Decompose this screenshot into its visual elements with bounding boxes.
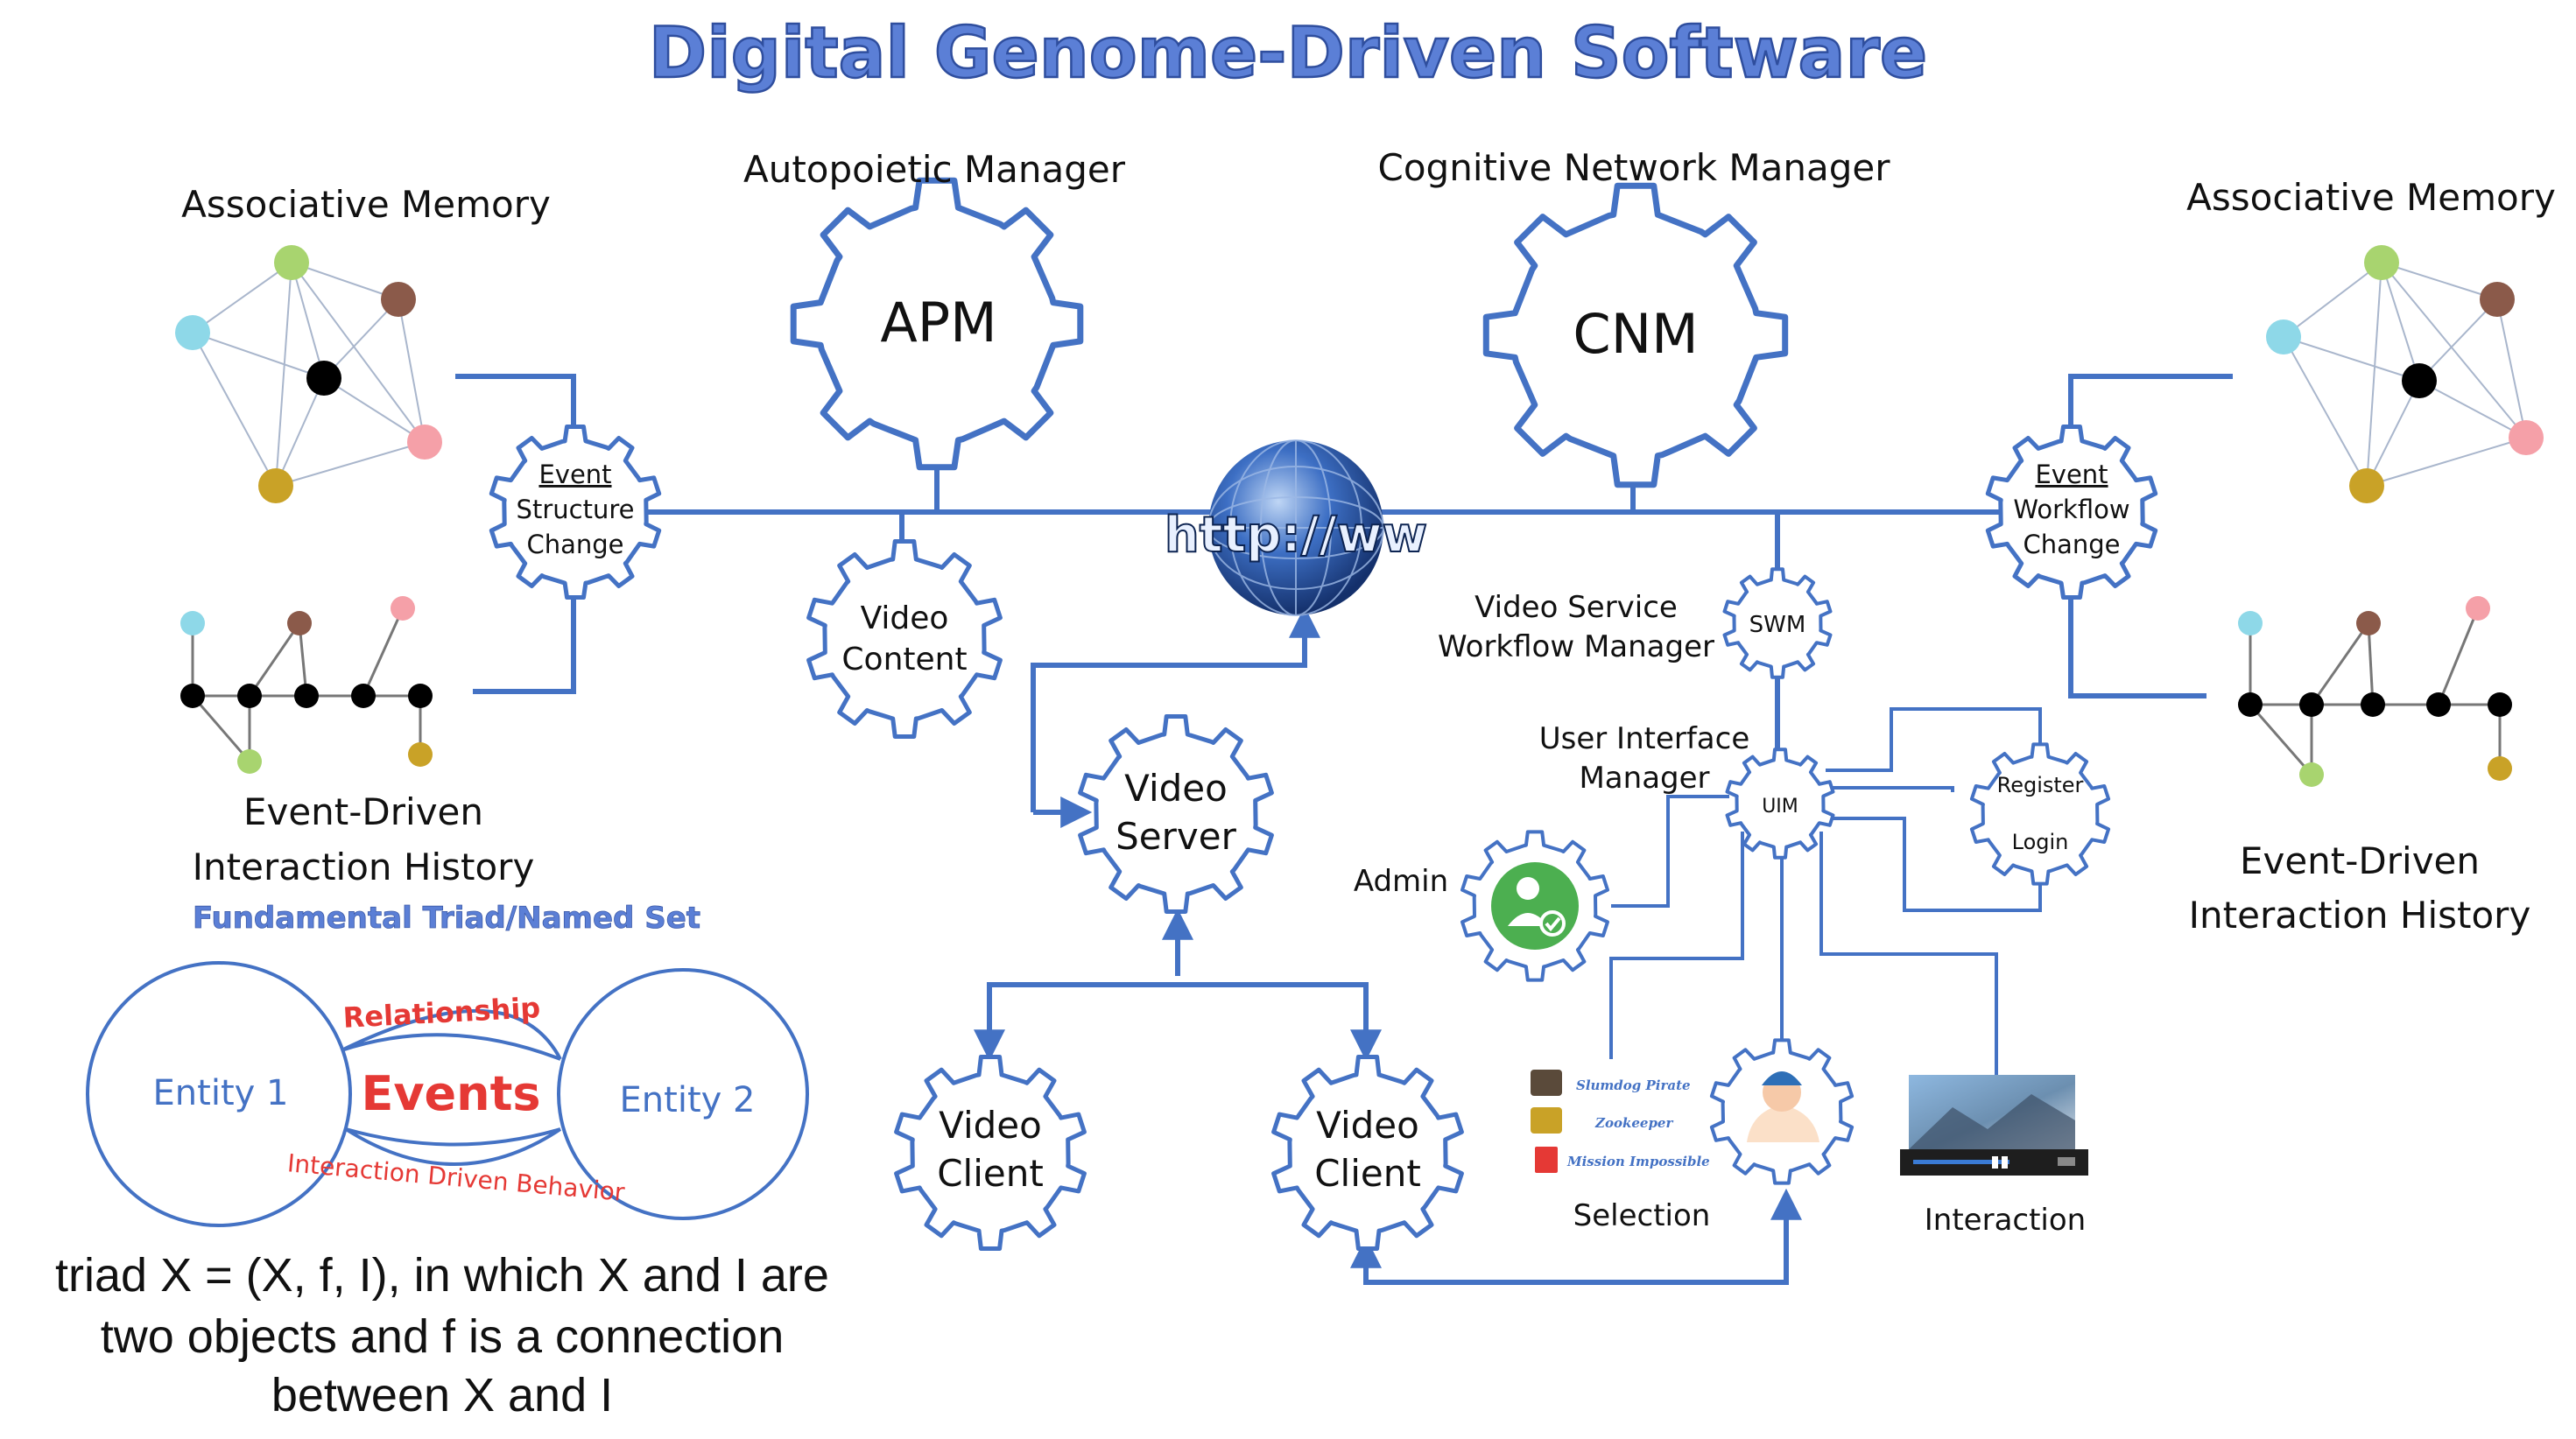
interaction-history-graph-left: [180, 596, 433, 774]
right-history-title-2: Interaction History: [2189, 894, 2531, 937]
user-avatar-icon: [1747, 1071, 1819, 1142]
event-workflow-line1: Event: [2035, 460, 2108, 489]
event-structure-line2: Structure: [517, 495, 635, 524]
selection-item-3[interactable]: Mission Impossible: [1566, 1154, 1710, 1169]
swm-gear-label: SWM: [1749, 612, 1806, 638]
swm-caption-2: Workflow Manager: [1438, 629, 1714, 664]
video-client-2-line1: Video: [1316, 1104, 1419, 1147]
entity-2-label: Entity 2: [620, 1080, 756, 1120]
register-line2: Login: [2012, 830, 2069, 854]
event-structure-gear-icon: [489, 425, 662, 600]
left-history-title-2: Interaction History: [193, 846, 535, 888]
interaction-label: Interaction: [1925, 1203, 2086, 1238]
right-history-title-1: Event-Driven: [2240, 839, 2480, 882]
video-content-gear-icon: [806, 539, 1003, 739]
associative-memory-graph-right: [2283, 262, 2527, 487]
apm-gear-icon: [790, 177, 1084, 471]
left-history-title-1: Event-Driven: [243, 790, 483, 833]
selection-item-1[interactable]: Slumdog Pirate: [1576, 1077, 1691, 1093]
events-label: Events: [361, 1066, 540, 1121]
cnm-gear-icon: [1482, 182, 1789, 488]
selection-list[interactable]: Slumdog Pirate Zookeeper Mission Impossi…: [1531, 1070, 1710, 1173]
triad-circles: [86, 961, 809, 1227]
uim-caption-1: User Interface: [1539, 721, 1750, 756]
globe-icon: http://ww: [1164, 439, 1428, 616]
video-client-1-gear-icon: [894, 1055, 1087, 1251]
event-workflow-gear-icon: [1985, 425, 2158, 600]
event-workflow-line2: Workflow: [2013, 495, 2129, 524]
video-server-line2: Server: [1116, 815, 1236, 858]
admin-label: Admin: [1354, 864, 1448, 899]
relationship-label: Relationship: [342, 991, 541, 1035]
uim-gear-icon: [1725, 748, 1835, 860]
cnm-gear-label: CNM: [1573, 302, 1698, 366]
video-player-thumbnail[interactable]: [1900, 1075, 2088, 1176]
right-memory-title: Associative Memory: [2186, 176, 2556, 219]
diagram-title: Digital Genome-Driven Software: [649, 12, 1927, 94]
video-content-line2: Content: [841, 642, 967, 677]
associative-memory-graph-left: [192, 262, 426, 487]
apm-heading: Autopoietic Manager: [743, 148, 1126, 191]
triad-heading: Fundamental Triad/Named Set: [193, 901, 700, 936]
associative-memory-nodes-right: [2266, 245, 2544, 503]
globe-url-text: http://ww: [1165, 507, 1427, 564]
triad-caption-line-3: between X and I: [271, 1369, 613, 1421]
client-feedback-line: [1350, 1188, 1802, 1285]
cnm-heading: Cognitive Network Manager: [1378, 146, 1891, 189]
video-client-2-line2: Client: [1314, 1152, 1421, 1195]
admin-icon[interactable]: [1491, 862, 1579, 950]
left-memory-title: Associative Memory: [181, 183, 551, 226]
video-server-line1: Video: [1124, 767, 1228, 810]
video-content-line1: Video: [861, 600, 949, 636]
swm-caption-1: Video Service: [1475, 590, 1678, 625]
interaction-history-graph-right: [2238, 596, 2512, 787]
video-server-gear-icon: [1078, 714, 1274, 914]
uim-caption-2: Manager: [1579, 761, 1709, 796]
register-login-gear-icon: [1969, 742, 2111, 886]
event-structure-line1: Event: [538, 460, 611, 489]
video-client-1-line1: Video: [939, 1104, 1042, 1147]
uim-gear-label: UIM: [1762, 796, 1798, 818]
register-line1: Register: [1997, 773, 2084, 797]
video-client-2-gear-icon: [1271, 1055, 1464, 1251]
video-client-1-line2: Client: [937, 1152, 1044, 1195]
triad-caption-line-2: two objects and f is a connection: [101, 1310, 784, 1363]
swm-gear-icon: [1722, 567, 1833, 679]
associative-memory-nodes-left: [175, 245, 442, 503]
selection-item-2[interactable]: Zookeeper: [1594, 1115, 1673, 1131]
apm-gear-label: APM: [880, 291, 996, 354]
event-workflow-line3: Change: [2023, 530, 2120, 559]
uim-links: [1609, 707, 2042, 1077]
entity-1-label: Entity 1: [153, 1073, 289, 1113]
triad-caption-line-1: triad X = (X, f, I), in which X and I ar…: [55, 1249, 829, 1302]
event-structure-line3: Change: [526, 530, 623, 559]
selection-label: Selection: [1573, 1198, 1711, 1233]
